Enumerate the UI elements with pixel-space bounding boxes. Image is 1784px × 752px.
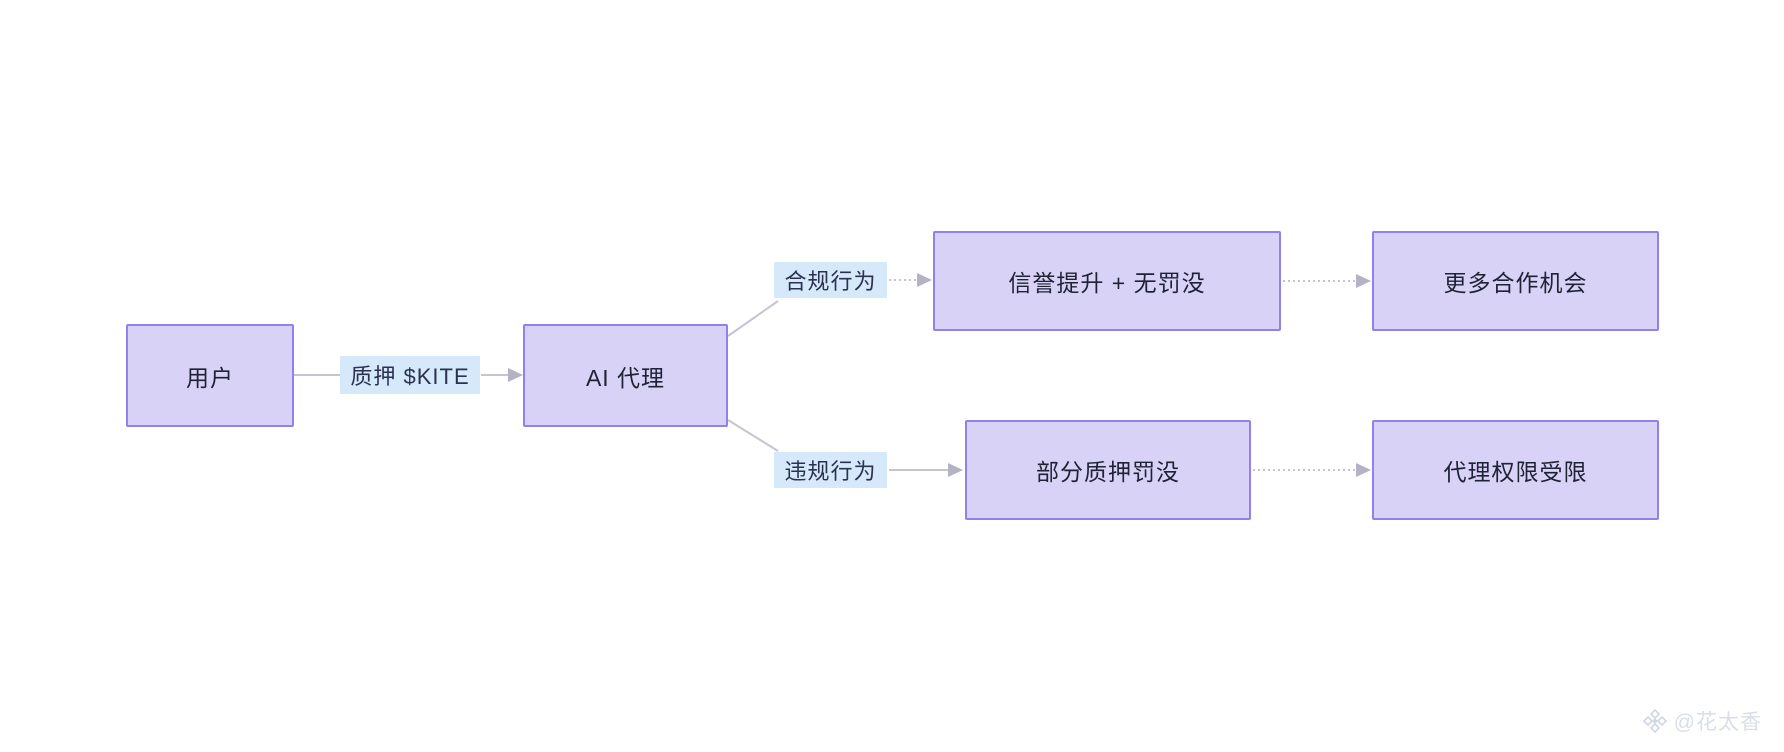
node-slash[interactable]: 部分质押罚没 bbox=[965, 420, 1251, 520]
arrowhead-stake-agent bbox=[508, 368, 523, 382]
node-user-label: 用户 bbox=[186, 364, 234, 391]
node-restrict-label: 代理权限受限 bbox=[1443, 459, 1588, 485]
node-reward-label: 信誉提升 + 无罚没 bbox=[1008, 270, 1206, 296]
watermark: @花太香 bbox=[1642, 706, 1762, 736]
edge-label-violation-text: 违规行为 bbox=[784, 459, 877, 484]
arrowhead-reward-more bbox=[1356, 274, 1371, 288]
watermark-handle: @花太香 bbox=[1673, 711, 1762, 734]
arrowhead-slash-restrict bbox=[1356, 463, 1371, 477]
node-reward[interactable]: 信誉提升 + 无罚没 bbox=[933, 231, 1281, 331]
node-agent-label: AI 代理 bbox=[585, 364, 666, 391]
edge-label-violation[interactable]: 违规行为 bbox=[774, 452, 887, 488]
edge-label-stake[interactable]: 质押 $KITE bbox=[340, 356, 480, 394]
node-more[interactable]: 更多合作机会 bbox=[1372, 231, 1659, 331]
node-agent[interactable]: AI 代理 bbox=[523, 324, 728, 427]
edge-label-compliant-text: 合规行为 bbox=[784, 269, 877, 294]
arrowhead-violation-slash bbox=[948, 463, 963, 477]
node-restrict[interactable]: 代理权限受限 bbox=[1372, 420, 1659, 520]
edge-agent-violation bbox=[727, 419, 779, 452]
node-slash-label: 部分质押罚没 bbox=[1036, 459, 1180, 485]
arrowhead-compliant-reward bbox=[917, 273, 932, 287]
diamond-logo-icon bbox=[1642, 709, 1667, 733]
edge-label-stake-text: 质押 $KITE bbox=[350, 364, 470, 389]
edge-label-compliant[interactable]: 合规行为 bbox=[774, 262, 887, 298]
node-more-label: 更多合作机会 bbox=[1443, 270, 1588, 296]
node-user[interactable]: 用户 bbox=[126, 324, 294, 427]
edge-agent-compliant bbox=[727, 300, 779, 337]
